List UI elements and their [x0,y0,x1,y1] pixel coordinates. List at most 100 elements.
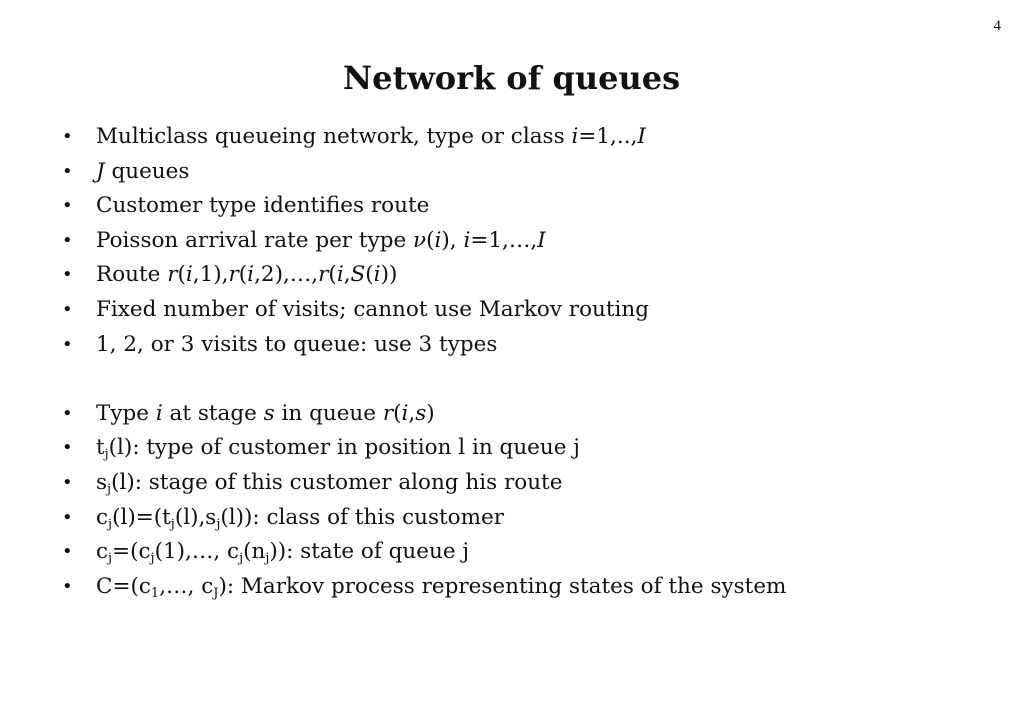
subscript-text: j [239,551,244,567]
bullet-point-icon: • [62,575,73,597]
math-variable: i [373,262,381,288]
text-run: , [408,400,416,426]
math-variable: i [247,262,255,288]
math-variable: r [167,262,178,288]
text-run: ) [426,400,435,426]
bullet-point-icon: • [62,402,73,424]
text-run: ( [393,400,402,426]
text-run: ,1), [192,262,229,288]
bullet-point-icon: • [62,195,73,217]
subscript-text: j [170,516,175,532]
bullet-item: •Route r(i,1),r(i,2),…,r(i,S(i)) [62,258,786,293]
bullet-text: Route r(i,1),r(i,2),…,r(i,S(i)) [96,262,397,287]
text-run: (l)=(t [112,504,171,530]
text-run: queues [104,158,190,184]
text-run: Multiclass queueing network, type or cla… [96,124,572,149]
bullet-point-icon: • [62,126,73,147]
bullet-text: C=(c1,…, cJ): Markov process representin… [96,573,787,601]
bullet-item: • 1, 2, or 3 visits to queue: use 3 types [62,328,786,363]
math-variable: s [263,400,275,426]
bullet-list: • Multiclass queueing network, type or cl… [62,120,786,604]
bullet-text: 1, 2, or 3 visits to queue: use 3 types [96,332,497,357]
bullet-text: Poisson arrival rate per type ν(i), i=1,… [96,228,546,253]
bullet-item: •cj=(cj(1),…, cj(nj)): state of queue j [62,535,786,570]
text-run: ), [441,227,464,253]
math-variable: r [382,400,394,426]
math-variable: S [350,262,366,288]
bullet-text: J queues [96,159,189,184]
subscript-text: j [265,551,270,567]
math-variable: ν [413,227,427,253]
bullet-text: sj(l): stage of this customer along his … [96,469,563,497]
bullet-item: • sj(l): stage of this customer along his… [62,466,786,501]
bullet-item: •Poisson arrival rate per type ν(i), i=1… [62,224,786,259]
subscript-text: j [150,551,155,567]
subscript-text: j [108,516,113,532]
subscript-text: j [104,447,109,463]
text-run: ,…, c [159,573,214,599]
math-variable: i [571,124,579,149]
text-run: =1,.., [578,124,638,149]
text-run: ( [365,262,374,288]
bullet-point-icon: • [62,506,73,528]
math-variable: r [318,262,329,288]
bullet-point-icon: • [62,160,73,182]
text-run: ( [238,262,248,288]
text-run: at stage [162,400,264,426]
text-run: =(c [112,539,151,565]
bullet-text: Type i at stage s in queue r(i,s) [96,401,435,426]
text-run: Fixed number of visits; cannot use Marko… [96,296,650,322]
math-variable: i [434,227,442,253]
bullet-item: • Customer type identifies route [62,189,786,224]
text-run: (l): type of customer in position l in q… [108,435,580,461]
bullet-item: •Type i at stage s in queue r(i,s) [62,397,786,432]
math-variable: i [185,262,193,288]
text-run: =1,…, [470,227,538,253]
bullet-point-icon: • [62,333,73,355]
text-run: Customer type identifies route [96,193,430,219]
math-variable: I [637,124,646,149]
bullet-text: Multiclass queueing network, type or cla… [96,124,646,149]
subscript-text: j [108,551,113,567]
bullet-text: Customer type identifies route [96,193,429,218]
text-run: 1, 2, or 3 visits to queue: use 3 types [96,331,498,357]
text-run: (n [243,539,266,565]
text-run: ( [177,262,186,288]
text-run: ): Markov process representing states of… [218,573,787,599]
math-variable: s [415,400,427,426]
bullet-item: • Multiclass queueing network, type or cl… [62,120,786,155]
bullet-item: • J queues [62,155,786,190]
math-variable: i [401,400,409,426]
bullet-point-icon: • [62,264,73,286]
math-variable: i [463,227,471,253]
bullet-point-icon: • [62,229,73,251]
text-run: (l): stage of this customer along his ro… [111,469,563,495]
bullet-point-icon: • [62,437,73,459]
subscript-text: J [213,585,219,601]
math-variable: i [155,400,163,426]
text-run: in queue [274,400,383,426]
text-run: Type [96,400,156,426]
bullet-point-icon: • [62,471,73,493]
subscript-text: j [107,481,112,497]
text-run: ( [328,262,337,288]
text-run: c [96,539,109,565]
slide-title: Network of queues [342,59,681,97]
bullet-item: •Fixed number of visits; cannot use Mark… [62,293,786,328]
bullet-text: Fixed number of visits; cannot use Marko… [96,297,649,322]
math-variable: r [228,262,239,288]
math-variable: i [336,262,344,288]
bullet-item: • tj(l): type of customer in position l i… [62,431,786,466]
text-run: (l)): class of this customer [220,504,504,530]
text-run: , [343,262,351,288]
text-run: s [96,469,108,495]
text-run: C=(c [96,573,151,599]
text-run: ( [426,227,435,253]
bullet-text: cj(l)=(tj(l),sj(l)): class of this custo… [96,504,504,532]
text-run: Route [96,262,168,288]
text-run: Poisson arrival rate per type [96,227,414,253]
math-variable: J [96,158,105,184]
bullet-text: tj(l): type of customer in position l in… [96,435,580,463]
bullet-point-icon: • [62,541,73,563]
text-run: )) [380,262,398,288]
